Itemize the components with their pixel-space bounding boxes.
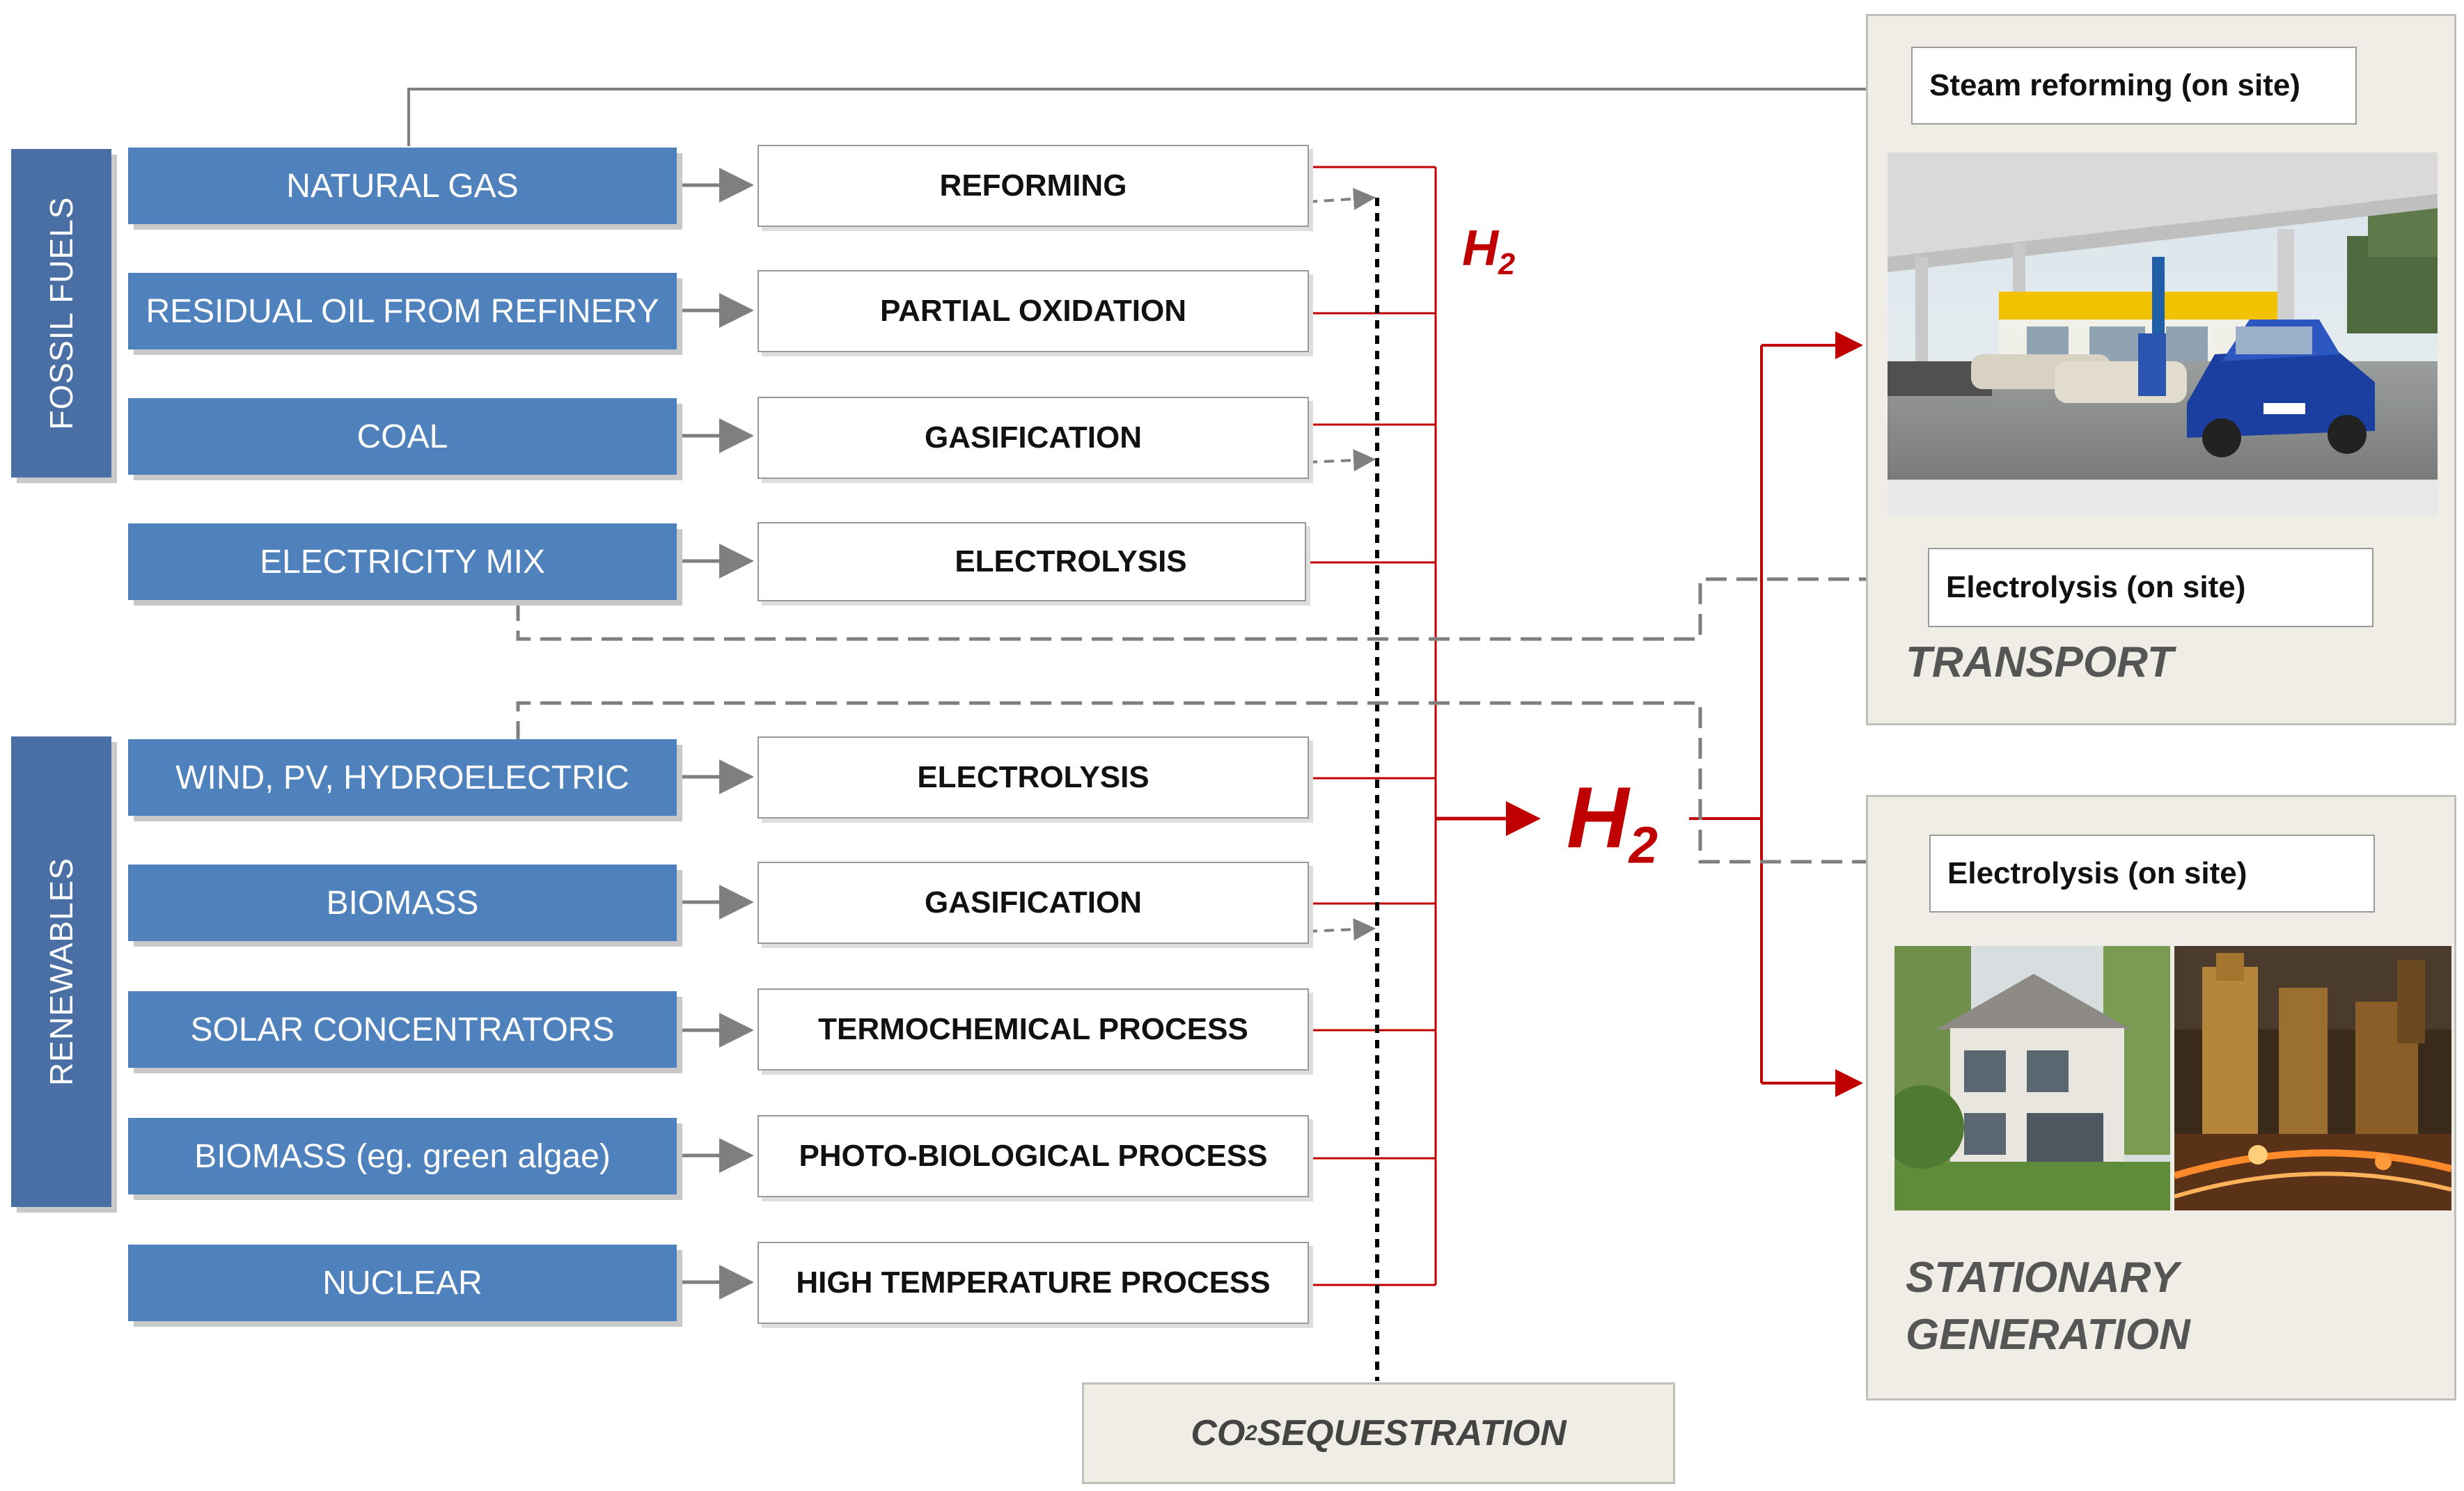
co2-arrow-gasification	[1307, 449, 1376, 472]
stationary-electrolysis-box: Electrolysis (on site)	[1929, 835, 2375, 913]
process-box: GASIFICATION	[758, 397, 1309, 479]
fuel-station-image	[1888, 152, 2438, 516]
source-process-arrows	[680, 168, 754, 1300]
renewables-label: RENEWABLES	[43, 858, 79, 1086]
source-box: ELECTRICITY MIX	[128, 523, 677, 600]
city-night-image	[2174, 946, 2451, 1210]
process-box: HIGH TEMPERATURE PROCESS	[758, 1242, 1309, 1324]
path-electricity-mix-to-transport	[516, 565, 1924, 641]
hydrogen-collector-lines	[1308, 166, 1437, 1286]
path-renewables-to-stationary	[516, 701, 1924, 876]
process-box: GASIFICATION	[758, 862, 1309, 944]
transport-electrolysis-box: Electrolysis (on site)	[1928, 548, 2373, 627]
steam-reforming-box: Steam reforming (on site)	[1911, 47, 2357, 125]
source-box: NUCLEAR	[128, 1245, 677, 1321]
h2-label-small: H2	[1462, 221, 1516, 281]
source-box: WIND, PV, HYDROELECTRIC	[128, 739, 677, 816]
source-box: RESIDUAL OIL FROM REFINERY	[128, 273, 677, 349]
stationary-title-line2: GENERATION	[1906, 1311, 2190, 1359]
h2-label-large: H2	[1567, 770, 1658, 874]
source-box: NATURAL GAS	[128, 148, 677, 224]
hydrogen-distribution	[1689, 331, 1863, 1097]
stationary-title: STATIONARY GENERATION	[1906, 1249, 2190, 1364]
stationary-panel: Electrolysis (on site)	[1866, 795, 2456, 1401]
process-box: PARTIAL OXIDATION	[758, 270, 1309, 352]
transport-title: TRANSPORT	[1906, 638, 2174, 686]
house-image	[1894, 946, 2170, 1210]
fuel-station-photo	[1888, 152, 2438, 516]
source-box: BIOMASS (eg. green algae)	[128, 1118, 677, 1194]
source-box: SOLAR CONCENTRATORS	[128, 991, 677, 1068]
process-box: ELECTROLYSIS	[758, 522, 1306, 601]
transport-panel: Steam reforming (on site)	[1866, 14, 2456, 725]
co2-arrow-reforming	[1307, 187, 1376, 210]
renewables-group: RENEWABLES	[11, 736, 111, 1207]
fossil-fuels-group: FOSSIL FUELS	[11, 149, 111, 478]
process-box: ELECTROLYSIS	[758, 736, 1309, 819]
fossil-fuels-label: FOSSIL FUELS	[43, 196, 79, 430]
on-site-electrolysis-paths	[516, 565, 1924, 876]
co2-capture-arrows	[1307, 187, 1376, 941]
house-photo	[1894, 946, 2170, 1210]
co2-arrow-biomass-gasification	[1307, 918, 1376, 941]
stationary-title-line1: STATIONARY	[1906, 1254, 2179, 1302]
line-natural-gas-to-steam-reforming	[407, 75, 1907, 146]
process-box: TERMOCHEMICAL PROCESS	[758, 988, 1309, 1071]
source-box: COAL	[128, 398, 677, 475]
process-box: REFORMING	[758, 145, 1309, 227]
source-box: BIOMASS	[128, 865, 677, 941]
city-night-photo	[2174, 946, 2451, 1210]
process-box: PHOTO-BIOLOGICAL PROCESS	[758, 1115, 1309, 1197]
